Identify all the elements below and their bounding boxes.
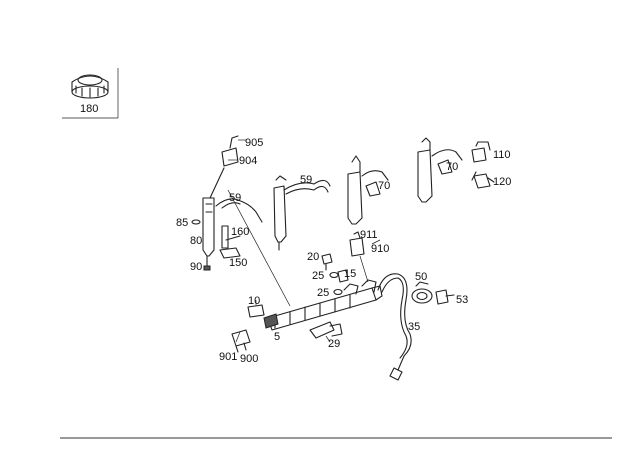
- callout-70b[interactable]: 70: [446, 161, 458, 173]
- callout-901[interactable]: 901: [219, 351, 237, 363]
- callout-53[interactable]: 53: [456, 294, 468, 306]
- injector-right[interactable]: [417, 137, 463, 203]
- fitting-15[interactable]: [337, 269, 349, 283]
- cap-icon: [71, 74, 109, 99]
- callout-50[interactable]: 50: [415, 271, 427, 283]
- callout-110[interactable]: 110: [493, 149, 511, 161]
- callout-29[interactable]: 29: [328, 338, 340, 350]
- callout-90[interactable]: 90: [190, 261, 202, 273]
- callout-120[interactable]: 120: [493, 176, 511, 188]
- clamp-110[interactable]: [471, 141, 491, 163]
- sensor-50[interactable]: [411, 281, 433, 304]
- callout-904[interactable]: 904: [239, 155, 257, 167]
- callout-59a[interactable]: 59: [229, 192, 241, 204]
- callout-911[interactable]: 911: [360, 229, 378, 241]
- callout-10[interactable]: 10: [248, 295, 260, 307]
- fitting-25a[interactable]: [329, 271, 339, 279]
- valve-910[interactable]: [349, 231, 369, 283]
- callout-80[interactable]: 80: [190, 235, 202, 247]
- callout-35[interactable]: 35: [408, 321, 420, 333]
- connector-900[interactable]: [231, 329, 251, 353]
- callout-5[interactable]: 5: [274, 331, 280, 343]
- return-line-59a: [215, 198, 263, 223]
- callout-25a[interactable]: 25: [312, 270, 324, 282]
- callout-160[interactable]: 160: [231, 226, 249, 238]
- callout-70a[interactable]: 70: [378, 180, 390, 192]
- fitting-25b[interactable]: [333, 288, 343, 296]
- callout-900[interactable]: 900: [240, 353, 258, 365]
- inset-label: 180: [80, 103, 98, 115]
- bracket-160[interactable]: [219, 225, 241, 259]
- injector-center-left[interactable]: [273, 175, 331, 251]
- fitting-20[interactable]: [321, 253, 333, 271]
- callout-910[interactable]: 910: [371, 243, 389, 255]
- callout-25b[interactable]: 25: [317, 287, 329, 299]
- pressure-sensor[interactable]: [247, 300, 279, 329]
- callout-905[interactable]: 905: [245, 137, 263, 149]
- callout-59b[interactable]: 59: [300, 174, 312, 186]
- callout-85[interactable]: 85: [176, 217, 188, 229]
- bracket-29[interactable]: [309, 321, 343, 343]
- injector-center[interactable]: [347, 155, 389, 225]
- clamp-120[interactable]: [471, 171, 495, 189]
- injector-pipe-904: [209, 135, 239, 199]
- callout-15[interactable]: 15: [344, 268, 356, 280]
- inset-box-180[interactable]: 180: [62, 68, 119, 119]
- callout-150[interactable]: 150: [229, 257, 247, 269]
- return-hose-35[interactable]: [377, 273, 412, 381]
- injector-left[interactable]: [191, 197, 215, 271]
- callout-20[interactable]: 20: [307, 251, 319, 263]
- bolt-53[interactable]: [435, 289, 455, 305]
